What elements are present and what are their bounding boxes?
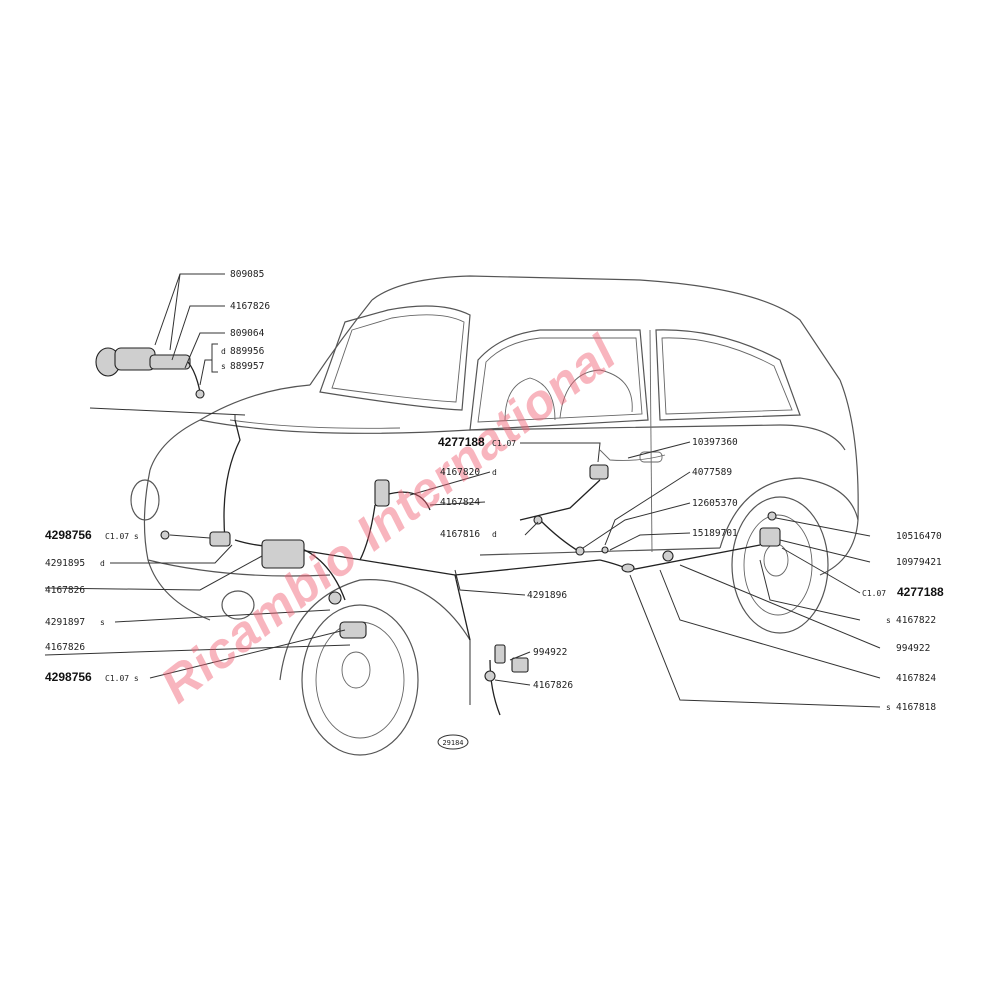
side-marker: s — [886, 703, 891, 712]
figure-id: 29184 — [442, 739, 463, 747]
part-label: 889956 — [230, 346, 265, 357]
part-label: 4167824 — [440, 497, 480, 508]
part-label: 994922 — [533, 647, 567, 658]
leader-lines — [44, 273, 881, 708]
part-label: 4298756 — [45, 528, 92, 542]
part-label: 10516470 — [896, 531, 942, 542]
part-label: 4167826 — [45, 585, 85, 596]
part-label: 4167816 — [440, 529, 480, 540]
car-outline — [130, 275, 859, 756]
labels-center: 4277188 C1.07 4167820 d 4167824 4167816 … — [438, 435, 573, 691]
fluid-reservoir — [374, 479, 390, 507]
part-label: 4167822 — [896, 615, 936, 626]
master-cylinder-assembly — [95, 347, 205, 399]
part-label: 809064 — [230, 328, 265, 339]
labels-top-left: 809085 4167826 809064 d 889956 s 889957 — [221, 269, 270, 372]
figure-id-badge: 29184 — [437, 734, 469, 750]
part-label: 10979421 — [896, 557, 942, 568]
labels-left: 4298756 C1.07 s 4291895 d 4167826 429189… — [45, 528, 139, 684]
loose-fittings — [484, 644, 529, 682]
front-brake-unions — [160, 530, 367, 639]
side-marker: s — [100, 618, 105, 627]
side-marker: d — [100, 559, 105, 568]
part-label: 4167818 — [896, 702, 936, 713]
side-marker: s — [886, 616, 891, 625]
part-label: 4291896 — [527, 590, 567, 601]
side-marker: d — [492, 468, 497, 477]
part-label: 4298756 — [45, 670, 92, 684]
part-label: 15189701 — [692, 528, 738, 539]
part-label: 4167826 — [533, 680, 573, 691]
part-suffix: C1.07 s — [105, 532, 139, 541]
rear-junction-parts — [533, 464, 781, 573]
part-label: 4167826 — [45, 642, 85, 653]
part-label: 10397360 — [692, 437, 738, 448]
side-marker: s — [221, 362, 226, 371]
part-label: 4291895 — [45, 558, 85, 569]
labels-right: 10397360 4077589 12605370 15189701 10516… — [692, 437, 944, 713]
side-marker: d — [221, 347, 226, 356]
part-label: 4291897 — [45, 617, 85, 628]
part-label: 994922 — [896, 643, 930, 654]
part-suffix: C1.07 s — [105, 674, 139, 683]
part-label: 4277188 — [897, 585, 944, 599]
part-suffix: C1.07 — [862, 589, 886, 598]
part-label: 4277188 — [438, 435, 485, 449]
side-marker: d — [492, 530, 497, 539]
part-label: 889957 — [230, 361, 264, 372]
part-label: 4077589 — [692, 467, 732, 478]
part-label: 809085 — [230, 269, 264, 280]
part-label: 12605370 — [692, 498, 738, 509]
part-suffix: C1.07 — [492, 439, 516, 448]
part-label: 4167826 — [230, 301, 270, 312]
part-label: 4167820 — [440, 467, 480, 478]
part-label: 4167824 — [896, 673, 936, 684]
